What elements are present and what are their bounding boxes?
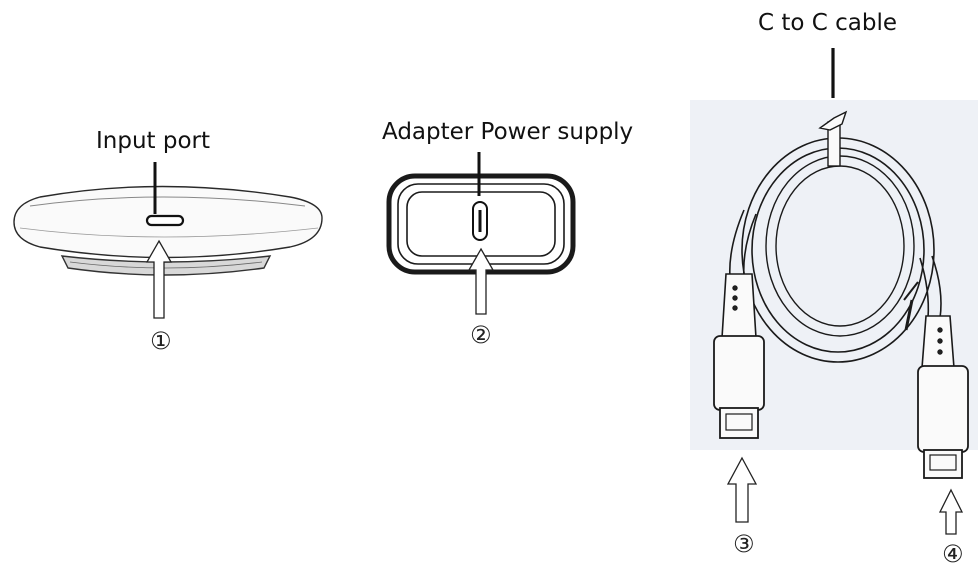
usb-c-plug-right [917,315,969,479]
arrow-1-icon [145,239,173,319]
c-to-c-cable-label: C to C cable [758,10,898,36]
callout-4: ④ [942,540,964,568]
adapter-power-supply-label: Adapter Power supply [382,119,634,145]
arrow-3-icon [726,456,758,523]
input-port-slot [145,214,185,227]
cable-coil [728,110,942,363]
usb-c-plug-left [713,273,765,439]
arrow-4-icon [938,488,964,535]
callout-3: ③ [733,530,755,558]
input-port-label: Input port [96,128,211,154]
arrow-2-icon [467,247,495,315]
callout-2: ② [470,321,492,349]
callout-1: ① [150,327,172,355]
